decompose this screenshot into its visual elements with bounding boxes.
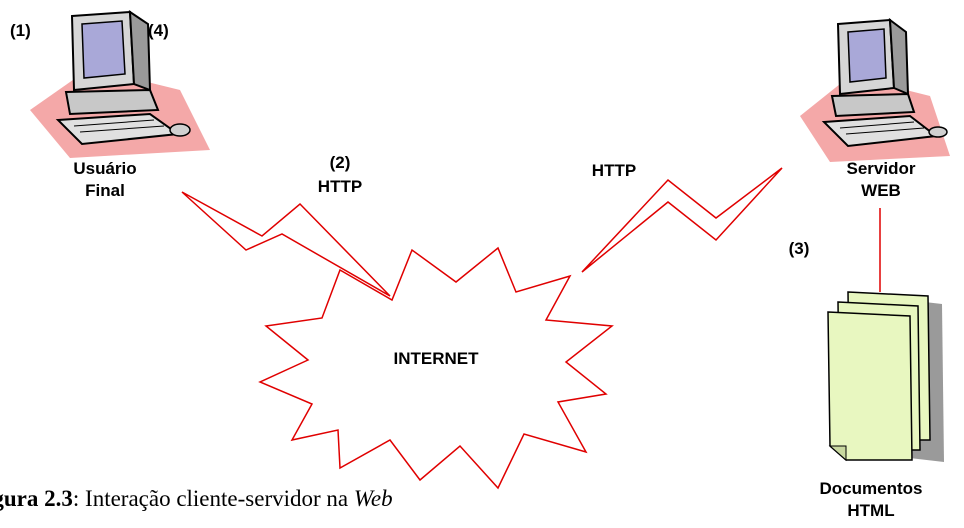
documents-label-line1: Documentos bbox=[819, 479, 923, 498]
user-computer-icon bbox=[30, 10, 210, 158]
step-3-label: (3) bbox=[788, 239, 810, 258]
caption-figure-number: igura 2.3 bbox=[0, 486, 73, 511]
http-left-label: HTTP bbox=[317, 177, 363, 196]
figure-caption: igura 2.3: Interação cliente-servidor na… bbox=[0, 486, 393, 512]
server-computer-icon bbox=[800, 17, 950, 162]
caption-text: : Interação cliente-servidor na bbox=[72, 486, 354, 511]
internet-label: INTERNET bbox=[393, 349, 479, 368]
user-label-line1: Usuário bbox=[73, 159, 137, 178]
user-label-line2: Final bbox=[85, 181, 125, 200]
internet-cloud-icon bbox=[258, 246, 614, 490]
server-label-line1: Servidor bbox=[846, 159, 916, 178]
documents-label-line2: HTML bbox=[847, 501, 895, 520]
caption-italic: Web bbox=[353, 486, 393, 511]
step-4-label: (4) bbox=[148, 21, 169, 40]
right-lightning-link-icon bbox=[581, 167, 783, 273]
server-label-line2: WEB bbox=[861, 181, 901, 200]
step-2-label: (2) bbox=[329, 153, 351, 172]
step-1-label: (1) bbox=[10, 21, 31, 40]
documents-stack-icon bbox=[827, 291, 944, 462]
http-right-label: HTTP bbox=[591, 161, 637, 180]
left-lightning-link-icon bbox=[181, 191, 391, 297]
